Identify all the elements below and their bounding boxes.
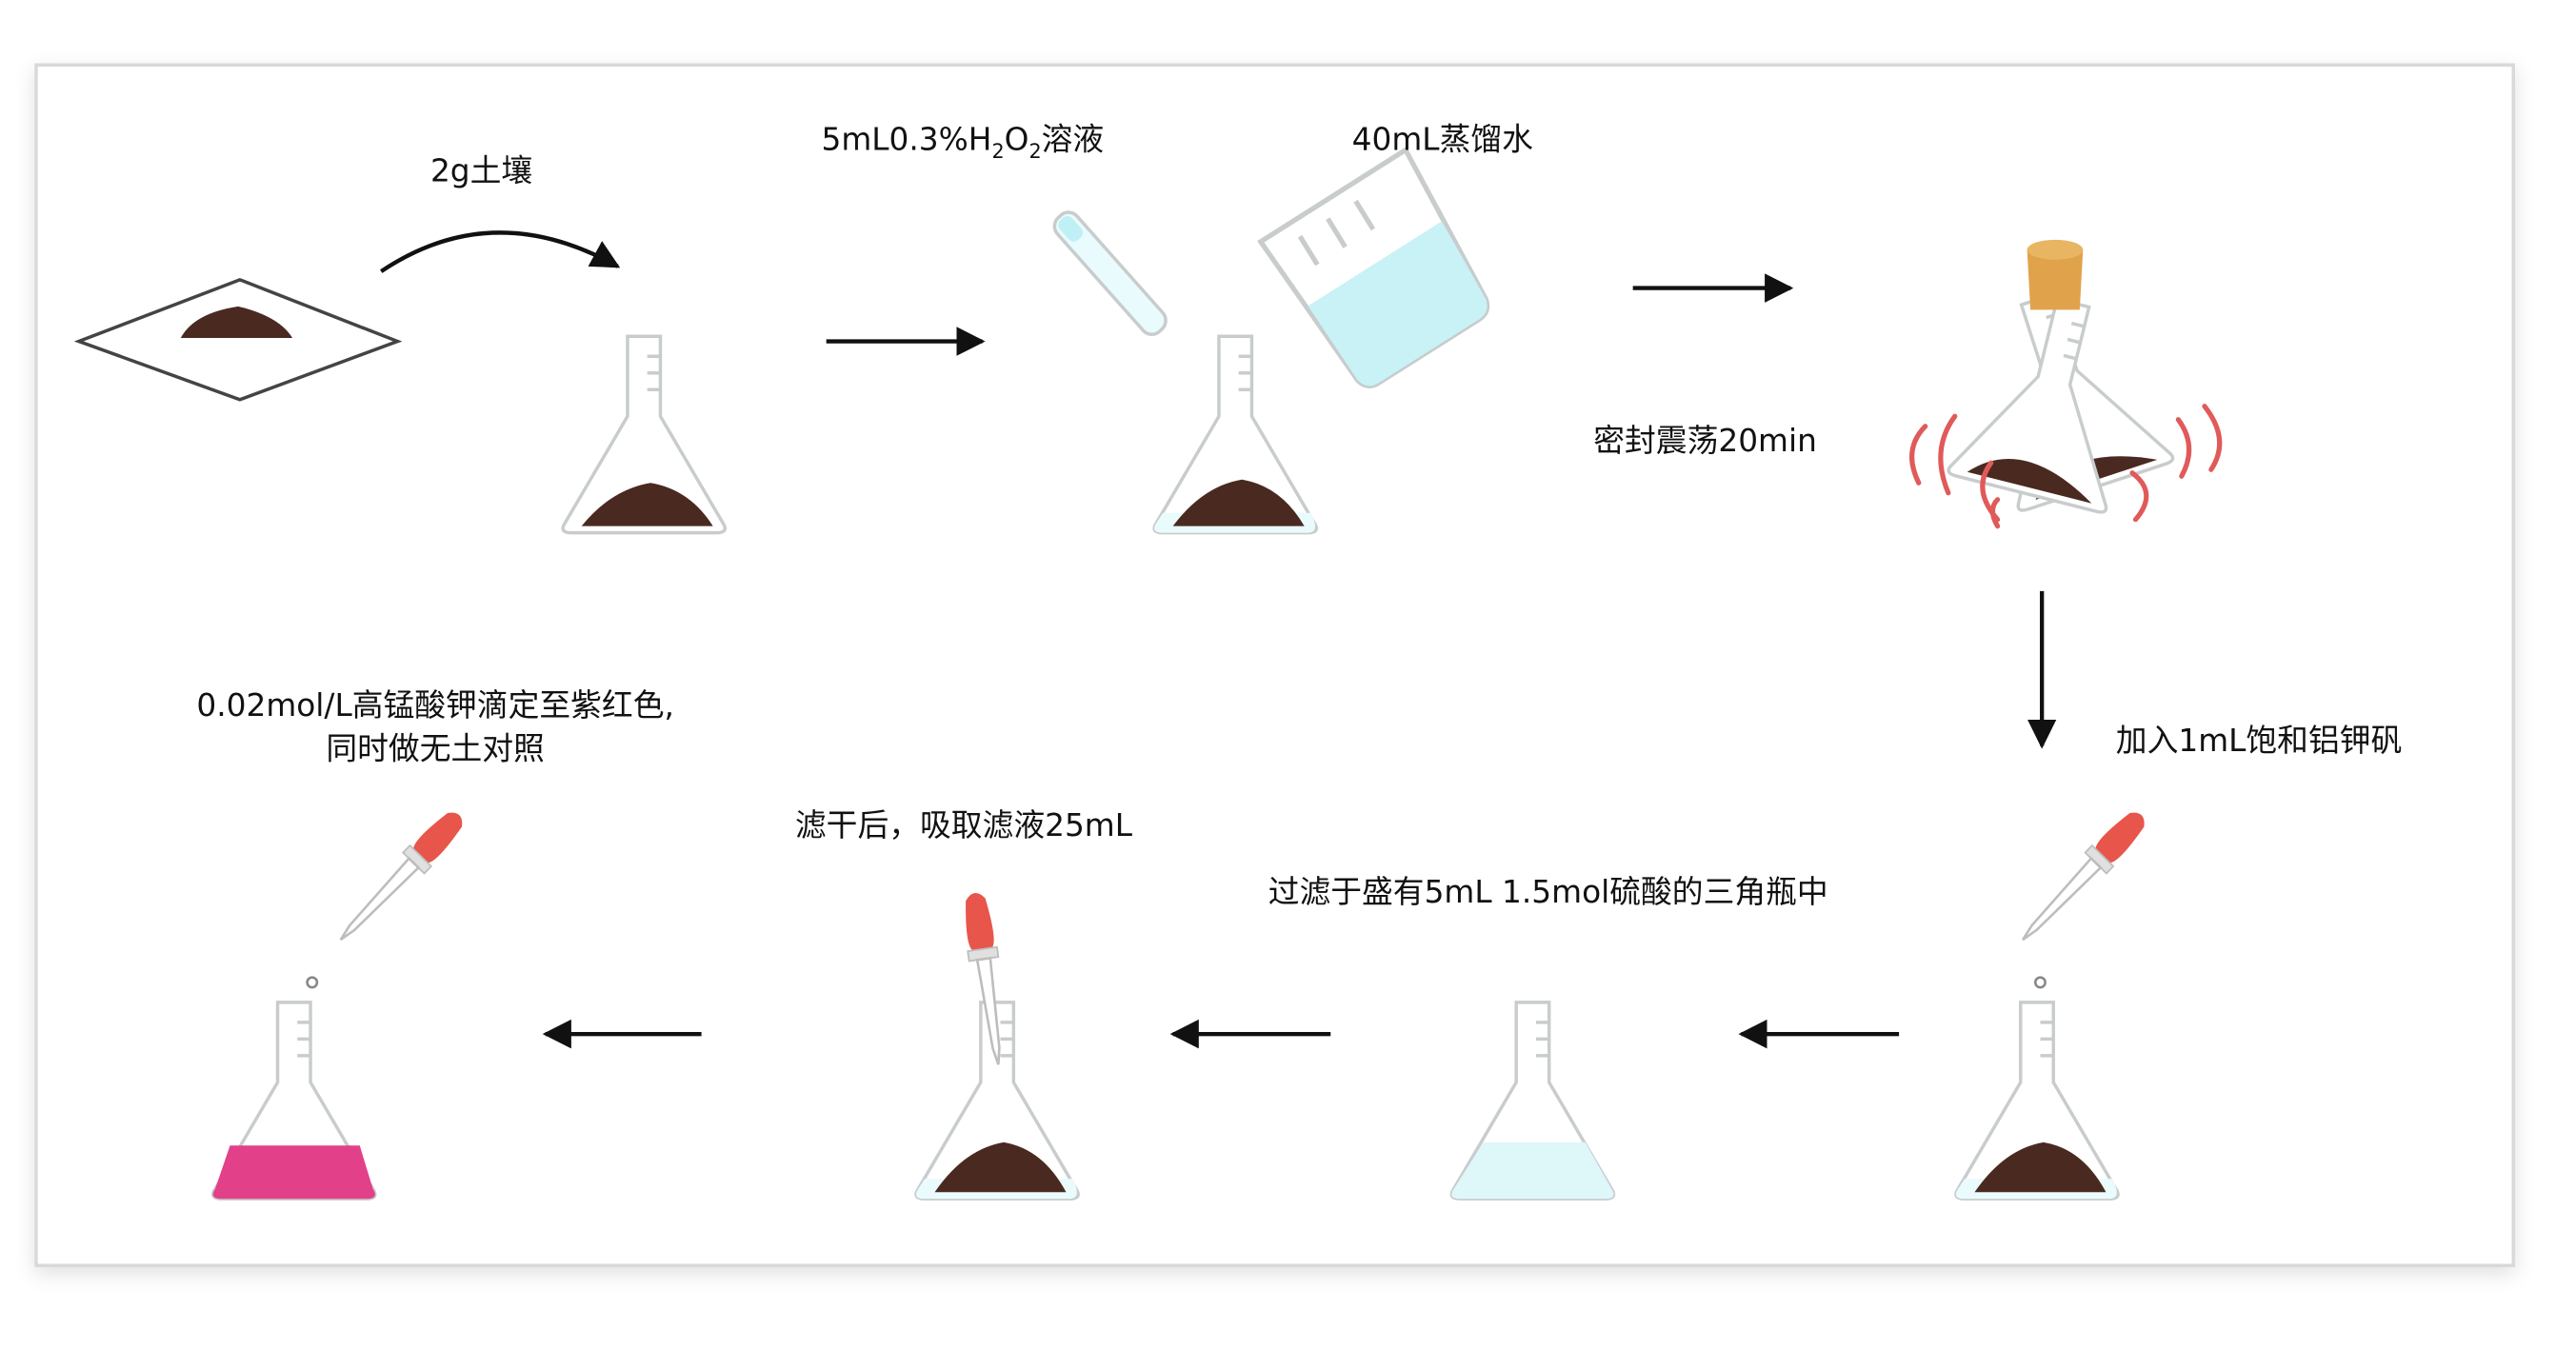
label-pipette: 滤干后，吸取滤液25mL xyxy=(794,807,1133,844)
cork-icon xyxy=(2027,249,2084,310)
shaking-sealed-flask xyxy=(1946,239,2176,516)
label-titrate-line-1: 0.02mol/L高锰酸钾滴定至紫红色, xyxy=(196,687,674,724)
label-water: 40mL蒸馏水 xyxy=(1351,121,1533,159)
flask-with-soil-solution xyxy=(1954,1001,2120,1201)
flask-with-sulfuric-acid xyxy=(1449,1001,1616,1201)
drop-icon xyxy=(2033,976,2047,989)
beaker-icon xyxy=(1257,146,1490,388)
vibration-waves-icon xyxy=(1909,404,2223,529)
label-titrate-line-2: 同时做无土对照 xyxy=(326,730,545,767)
flask-with-soil-and-solution xyxy=(1152,334,1319,535)
flask-with-soil xyxy=(561,334,728,535)
label-h2o2: 5mL0.3%H2O2溶液 xyxy=(821,121,1105,164)
label-alum: 加入1mL饱和铝钾矾 xyxy=(2115,723,2403,760)
label-filter: 过滤于盛有5mL 1.5mol硫酸的三角瓶中 xyxy=(1268,874,1828,911)
label-soil: 2g土壤 xyxy=(429,152,533,190)
flask-with-filtrate xyxy=(914,1001,1080,1201)
label-titrate: 0.02mol/L高锰酸钾滴定至紫红色, 同时做无土对照 xyxy=(148,686,723,772)
flask-purple-red xyxy=(210,1001,377,1201)
weighing-paper-with-soil xyxy=(73,277,403,402)
test-tube-icon xyxy=(1052,210,1168,337)
label-shake: 密封震荡20min xyxy=(1593,423,1817,460)
drop-icon-2 xyxy=(306,976,319,989)
curved-arrow-icon xyxy=(380,230,621,273)
